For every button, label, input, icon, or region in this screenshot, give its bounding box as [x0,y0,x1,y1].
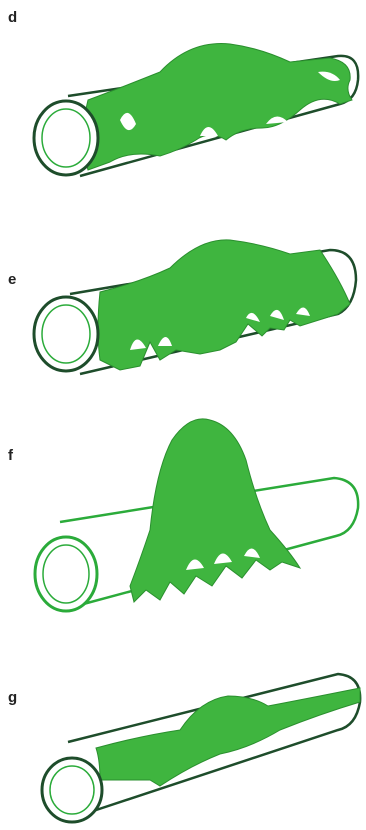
cell-body [83,44,352,170]
panel-d: d [0,0,366,200]
panel-e: e [0,210,366,410]
tube-end-inner [43,545,89,603]
cell-body [130,419,300,602]
tube-with-spreading-cell-e [0,210,366,410]
tube-with-spreading-cell-g [0,630,366,830]
panel-f: f [0,410,366,625]
tube-end-inner [42,305,90,363]
panel-g: g [0,630,366,830]
tube-with-spreading-cell-d [0,0,366,200]
cell-body [98,240,350,370]
tube-end-inner [50,766,94,814]
tube-end-inner [42,109,90,167]
tube-with-spreading-cell-f [0,410,366,625]
